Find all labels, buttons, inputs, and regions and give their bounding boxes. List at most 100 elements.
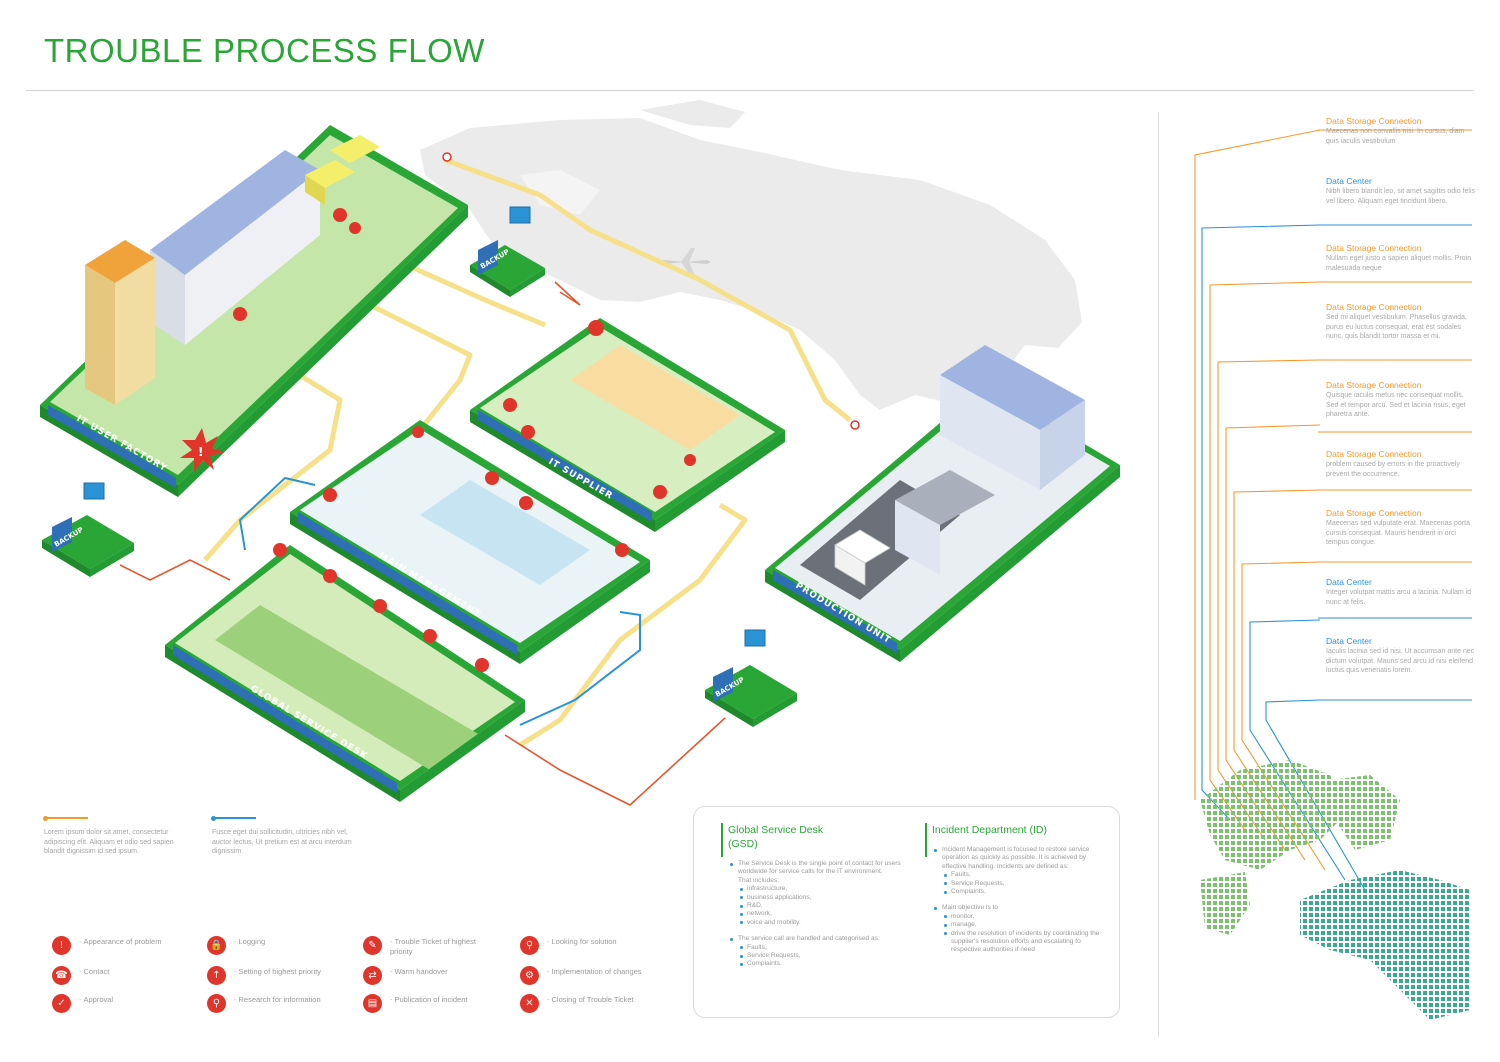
id-section: Incident Department (ID) Incident Manage… — [925, 823, 1110, 955]
legend-item: ▤ -Publication of incident — [363, 994, 488, 1013]
handover-icon: ⇄ — [363, 966, 382, 985]
gsd-section: Global Service Desk (GSD) The Service De… — [721, 823, 906, 969]
it-user-factory-zone: IT USER FACTORY ! — [40, 125, 468, 497]
priority-icon: ↑ — [207, 966, 226, 985]
item-desc: Nullam eget justo a sapien aliquet molli… — [1326, 255, 1472, 272]
gsd-includes-label: That includes: — [738, 876, 780, 884]
gsd-heading: Global Service Desk (GSD) — [728, 824, 824, 850]
contact-icon: ☎ — [52, 966, 71, 985]
item-title: Data Center — [1326, 577, 1372, 587]
list-item: Data Storage Connection Nullam eget just… — [1326, 243, 1476, 273]
legend-label: Appearance of problem — [83, 937, 162, 946]
legend-label: Contact — [83, 967, 110, 976]
legend-label: Looking for solution — [551, 937, 617, 946]
map-marker — [850, 420, 860, 430]
list-item: drive the resolution of incidents by coo… — [934, 930, 1110, 955]
search-icon: ⚲ — [520, 936, 539, 955]
list-item: Data Storage Connection Maecenas non con… — [1326, 116, 1476, 146]
approval-icon: ✓ — [52, 994, 71, 1013]
legend-item: ↑ -Setting of highest priority — [207, 966, 332, 985]
item-title: Data Center — [1326, 636, 1372, 646]
list-item: Data Center Iaculis lacinia sed id nisi.… — [1326, 636, 1476, 676]
legend-item: ✕ -Closing of Trouble Ticket — [520, 994, 667, 1013]
list-item: Faults, — [934, 871, 1110, 879]
backup-unit-top: BACKUP — [470, 206, 545, 297]
list-item: Complaints. — [934, 888, 1110, 896]
item-desc: Maecenas non convallis nisi. In cursus, … — [1326, 128, 1465, 145]
item-desc: Maecenas sed vulputate erat. Maecenas po… — [1326, 520, 1470, 546]
yellow-flow-paths — [203, 157, 852, 748]
burst-icon: ! — [52, 936, 71, 955]
publication-icon: ▤ — [363, 994, 382, 1013]
item-desc: Integer volutpat mattis arcu a lacinia. … — [1326, 589, 1472, 606]
list-item: infrastructure, — [730, 885, 906, 893]
legend-label: Trouble Ticket of highest priority — [390, 937, 476, 956]
legend-item: ⚙ -Implementation of changes — [520, 966, 667, 985]
legend-label: Research for information — [238, 995, 321, 1004]
gsd-intro: The Service Desk is the single point of … — [730, 860, 906, 877]
process-marker-icons — [233, 208, 696, 672]
list-item: voice and mobility. — [730, 919, 906, 927]
item-desc: Sed mi aliquet vestibulum. Phasellus gra… — [1326, 314, 1467, 340]
legend-item: ! -Appearance of problem — [52, 936, 177, 955]
item-title: Data Storage Connection — [1326, 302, 1422, 312]
item-desc: problem caused by errors in the proactiv… — [1326, 461, 1460, 478]
id-objective-intro: Main objective is to — [934, 904, 1110, 912]
list-item: Data Storage Connection Sed mi aliquet v… — [1326, 302, 1476, 342]
list-item: Data Center Nibh libero blandit leo, sit… — [1326, 176, 1476, 206]
page-title: TROUBLE PROCESS FLOW — [44, 32, 485, 69]
legend-label: Publication of incident — [394, 995, 468, 1004]
global-service-desk-zone: GLOBAL SERVICE DESK — [165, 545, 525, 802]
blue-flow-paths — [238, 476, 641, 726]
list-item: manage, — [934, 921, 1110, 929]
close-icon: ✕ — [520, 994, 539, 1013]
list-item: Service Requests, — [934, 880, 1110, 888]
title-divider — [26, 90, 1474, 91]
production-unit-zone: PRODUCTION UNIT — [765, 345, 1120, 662]
airplane-icon — [663, 248, 711, 276]
id-intro: Incident Management is focused to restor… — [934, 846, 1110, 871]
red-flow-paths — [119, 281, 726, 806]
research-icon: ⚲ — [207, 994, 226, 1013]
list-item: Complaints. — [730, 960, 906, 968]
item-title: Data Center — [1326, 176, 1372, 186]
item-desc: Quisque iaculis metus nec consequat moll… — [1326, 392, 1466, 418]
list-item: R&D, — [730, 902, 906, 910]
list-item: Data Storage Connection Quisque iaculis … — [1326, 380, 1476, 420]
legend-item: ✎ -Trouble Ticket of highest priority — [363, 936, 488, 956]
legend-item: ⚲ -Research for information — [207, 994, 332, 1013]
gsd-calls-intro: The service call are handled and categor… — [730, 935, 906, 943]
map-marker — [442, 152, 452, 162]
list-item: Data Center Integer volutpat mattis arcu… — [1326, 577, 1476, 607]
item-title: Data Storage Connection — [1326, 243, 1422, 253]
orange-line-swatch — [43, 815, 88, 821]
id-heading: Incident Department (ID) — [932, 824, 1047, 836]
list-item: network, — [730, 910, 906, 918]
item-desc: Nibh libero blandit leo, sit amet sagitt… — [1326, 188, 1476, 205]
logging-icon: 🔒 — [207, 936, 226, 955]
list-item: Data Storage Connection problem caused b… — [1326, 449, 1476, 479]
legend-label: Setting of highest priority — [238, 967, 322, 976]
list-item: Service Requests, — [730, 952, 906, 960]
main-management-zone: MAIN MANAGEMENT — [290, 420, 650, 664]
blue-line-swatch — [211, 815, 256, 821]
legend-item: ⇄ -Warm handover — [363, 966, 488, 985]
legend-label: Logging — [238, 937, 266, 946]
legend-label: Closing of Trouble Ticket — [551, 995, 634, 1004]
blue-line-note: Fusce eget dui sollicitudin, ultricies n… — [212, 829, 352, 855]
item-title: Data Storage Connection — [1326, 116, 1422, 126]
dotted-world-map — [1200, 760, 1470, 1020]
legend-item: ☎ -Contact — [52, 966, 177, 985]
legend-item: ✓ -Approval — [52, 994, 177, 1013]
info-panel: Global Service Desk (GSD) The Service De… — [693, 806, 1120, 1018]
orange-line-note: Lorem ipsum dolor sit amet, consectetur … — [44, 829, 174, 855]
item-title: Data Storage Connection — [1326, 449, 1422, 459]
backup-unit-bottom: BACKUP — [705, 629, 797, 727]
backup-unit-left: BACKUP — [42, 482, 134, 577]
it-supplier-zone: IT SUPPLIER — [470, 318, 785, 532]
list-item: Faults, — [730, 944, 906, 952]
item-desc: Iaculis lacinia sed id nisi. Ut accumsan… — [1326, 648, 1475, 674]
legend-item: 🔒 -Logging — [207, 936, 332, 955]
legend-label: Implementation of changes — [551, 967, 642, 976]
